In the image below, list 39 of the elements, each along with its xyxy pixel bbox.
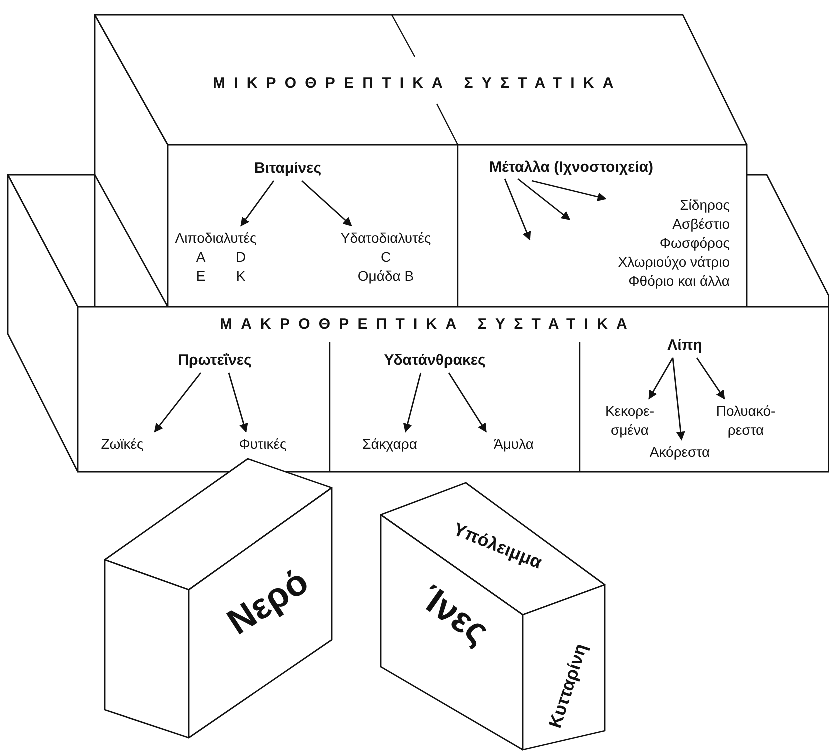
arrow [518, 178, 571, 221]
mineral-label: Φθόριο και άλλα [628, 272, 730, 291]
block-title: ΜΑΚΡΟΘΡΕΠΤΙΚΑ ΣΥΣΤΑΤΙΚΑ [220, 316, 636, 334]
category-label: Λιποδιαλυτές [174, 229, 258, 248]
arrow [504, 178, 532, 241]
category-label: Πολυακό- ρεστα [715, 402, 777, 440]
vitamin-label: K [235, 267, 247, 286]
category-label: Φυτικές [238, 435, 288, 454]
mineral-label: Ασβέστιο [672, 215, 730, 234]
arrow [696, 358, 726, 400]
arrow [448, 372, 487, 433]
arrow [532, 180, 607, 202]
vitamin-label: A [195, 248, 207, 267]
category-label: Άμυλα [493, 435, 535, 454]
arrow [403, 372, 422, 433]
vitamin-label: D [234, 248, 248, 267]
category-label: Υδατοδιαλυτές [340, 229, 432, 248]
category-label: Ακόρεστα [648, 443, 712, 462]
category-label: Ζωϊκές [100, 435, 145, 454]
category-heading: Βιταμίνες [253, 160, 323, 178]
arrow [240, 180, 275, 227]
vitamin-label: Ομάδα B [356, 267, 416, 286]
arrow [648, 358, 674, 400]
category-heading: Πρωτεΐνες [177, 352, 253, 370]
vitamin-label: E [195, 267, 207, 286]
category-heading: Λίπη [666, 337, 704, 355]
vitamin-label: C [380, 248, 392, 267]
arrow [302, 180, 352, 227]
category-heading: Υδατάνθρακες [383, 352, 487, 370]
category-label: Σάκχαρα [362, 435, 418, 454]
mineral-label: Σίδηρος [679, 196, 730, 215]
arrow [154, 372, 202, 433]
mineral-label: Χλωριούχο νάτριο [617, 253, 730, 272]
category-heading: Μέταλλα (Ιχνοστοιχεία) [488, 159, 654, 177]
category-label: Κεκορε- σμένα [604, 402, 656, 440]
mineral-label: Φωσφόρος [658, 234, 730, 253]
arrow [228, 372, 248, 433]
arrow [672, 358, 686, 441]
block-title: ΜΙΚΡΟΘΡΕΠΤΙΚΑ ΣΥΣΤΑΤΙΚΑ [213, 75, 622, 93]
